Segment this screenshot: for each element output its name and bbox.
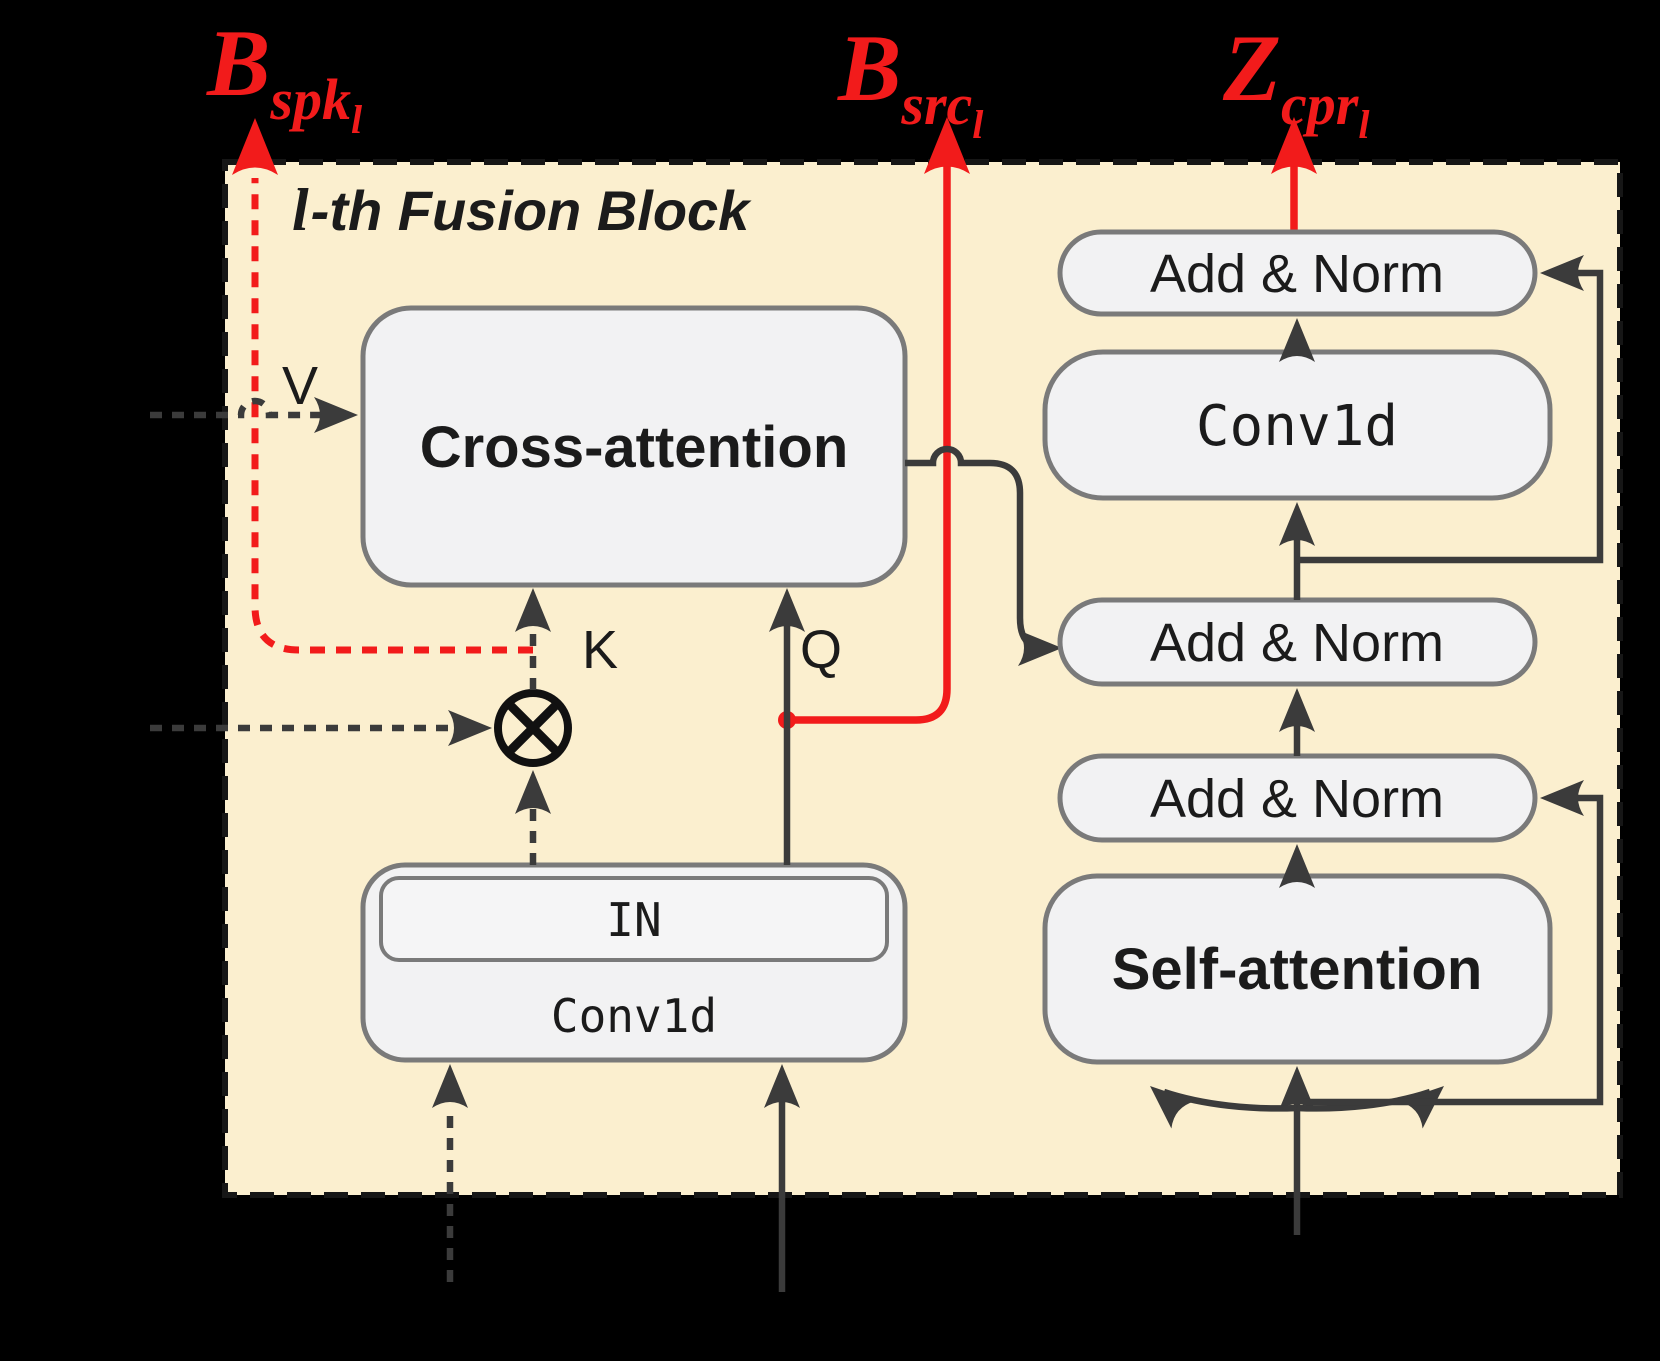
residual-top-line <box>1297 269 1604 564</box>
q-port-label: Q <box>800 620 842 680</box>
bspk-dashed-line <box>251 178 533 654</box>
residual-low-line <box>1303 794 1604 1106</box>
output-label-zcpr: Zcprl <box>1222 15 1370 147</box>
multiply-icon <box>494 689 572 767</box>
conv1d-label: Conv1d <box>1196 394 1398 459</box>
output-label-bspk: Bspkl <box>206 10 363 142</box>
add-norm-mid-label: Add & Norm <box>1150 613 1444 673</box>
in-label: IN <box>606 893 661 947</box>
add-norm-top-label: Add & Norm <box>1150 244 1444 304</box>
conv1d-front-label: Conv1d <box>551 989 717 1043</box>
title-lead: l <box>292 177 309 243</box>
self-attention-label: Self-attention <box>1112 937 1483 1002</box>
add-norm-low-label: Add & Norm <box>1150 769 1444 829</box>
cross-attention-label: Cross-attention <box>420 415 849 480</box>
v-input-dashed-line <box>150 397 322 419</box>
add-norm-top-box <box>1057 229 1538 317</box>
cross-attention-box <box>360 305 908 588</box>
output-label-bsrc: Bsrcl <box>837 15 984 147</box>
title-rest: -th Fusion Block <box>311 179 753 242</box>
v-port-label: V <box>282 356 318 416</box>
k-port-label: K <box>582 620 618 680</box>
in-box <box>379 876 889 962</box>
bsrc-line <box>787 158 951 724</box>
fusion-block-title: l-th Fusion Block <box>292 177 752 243</box>
